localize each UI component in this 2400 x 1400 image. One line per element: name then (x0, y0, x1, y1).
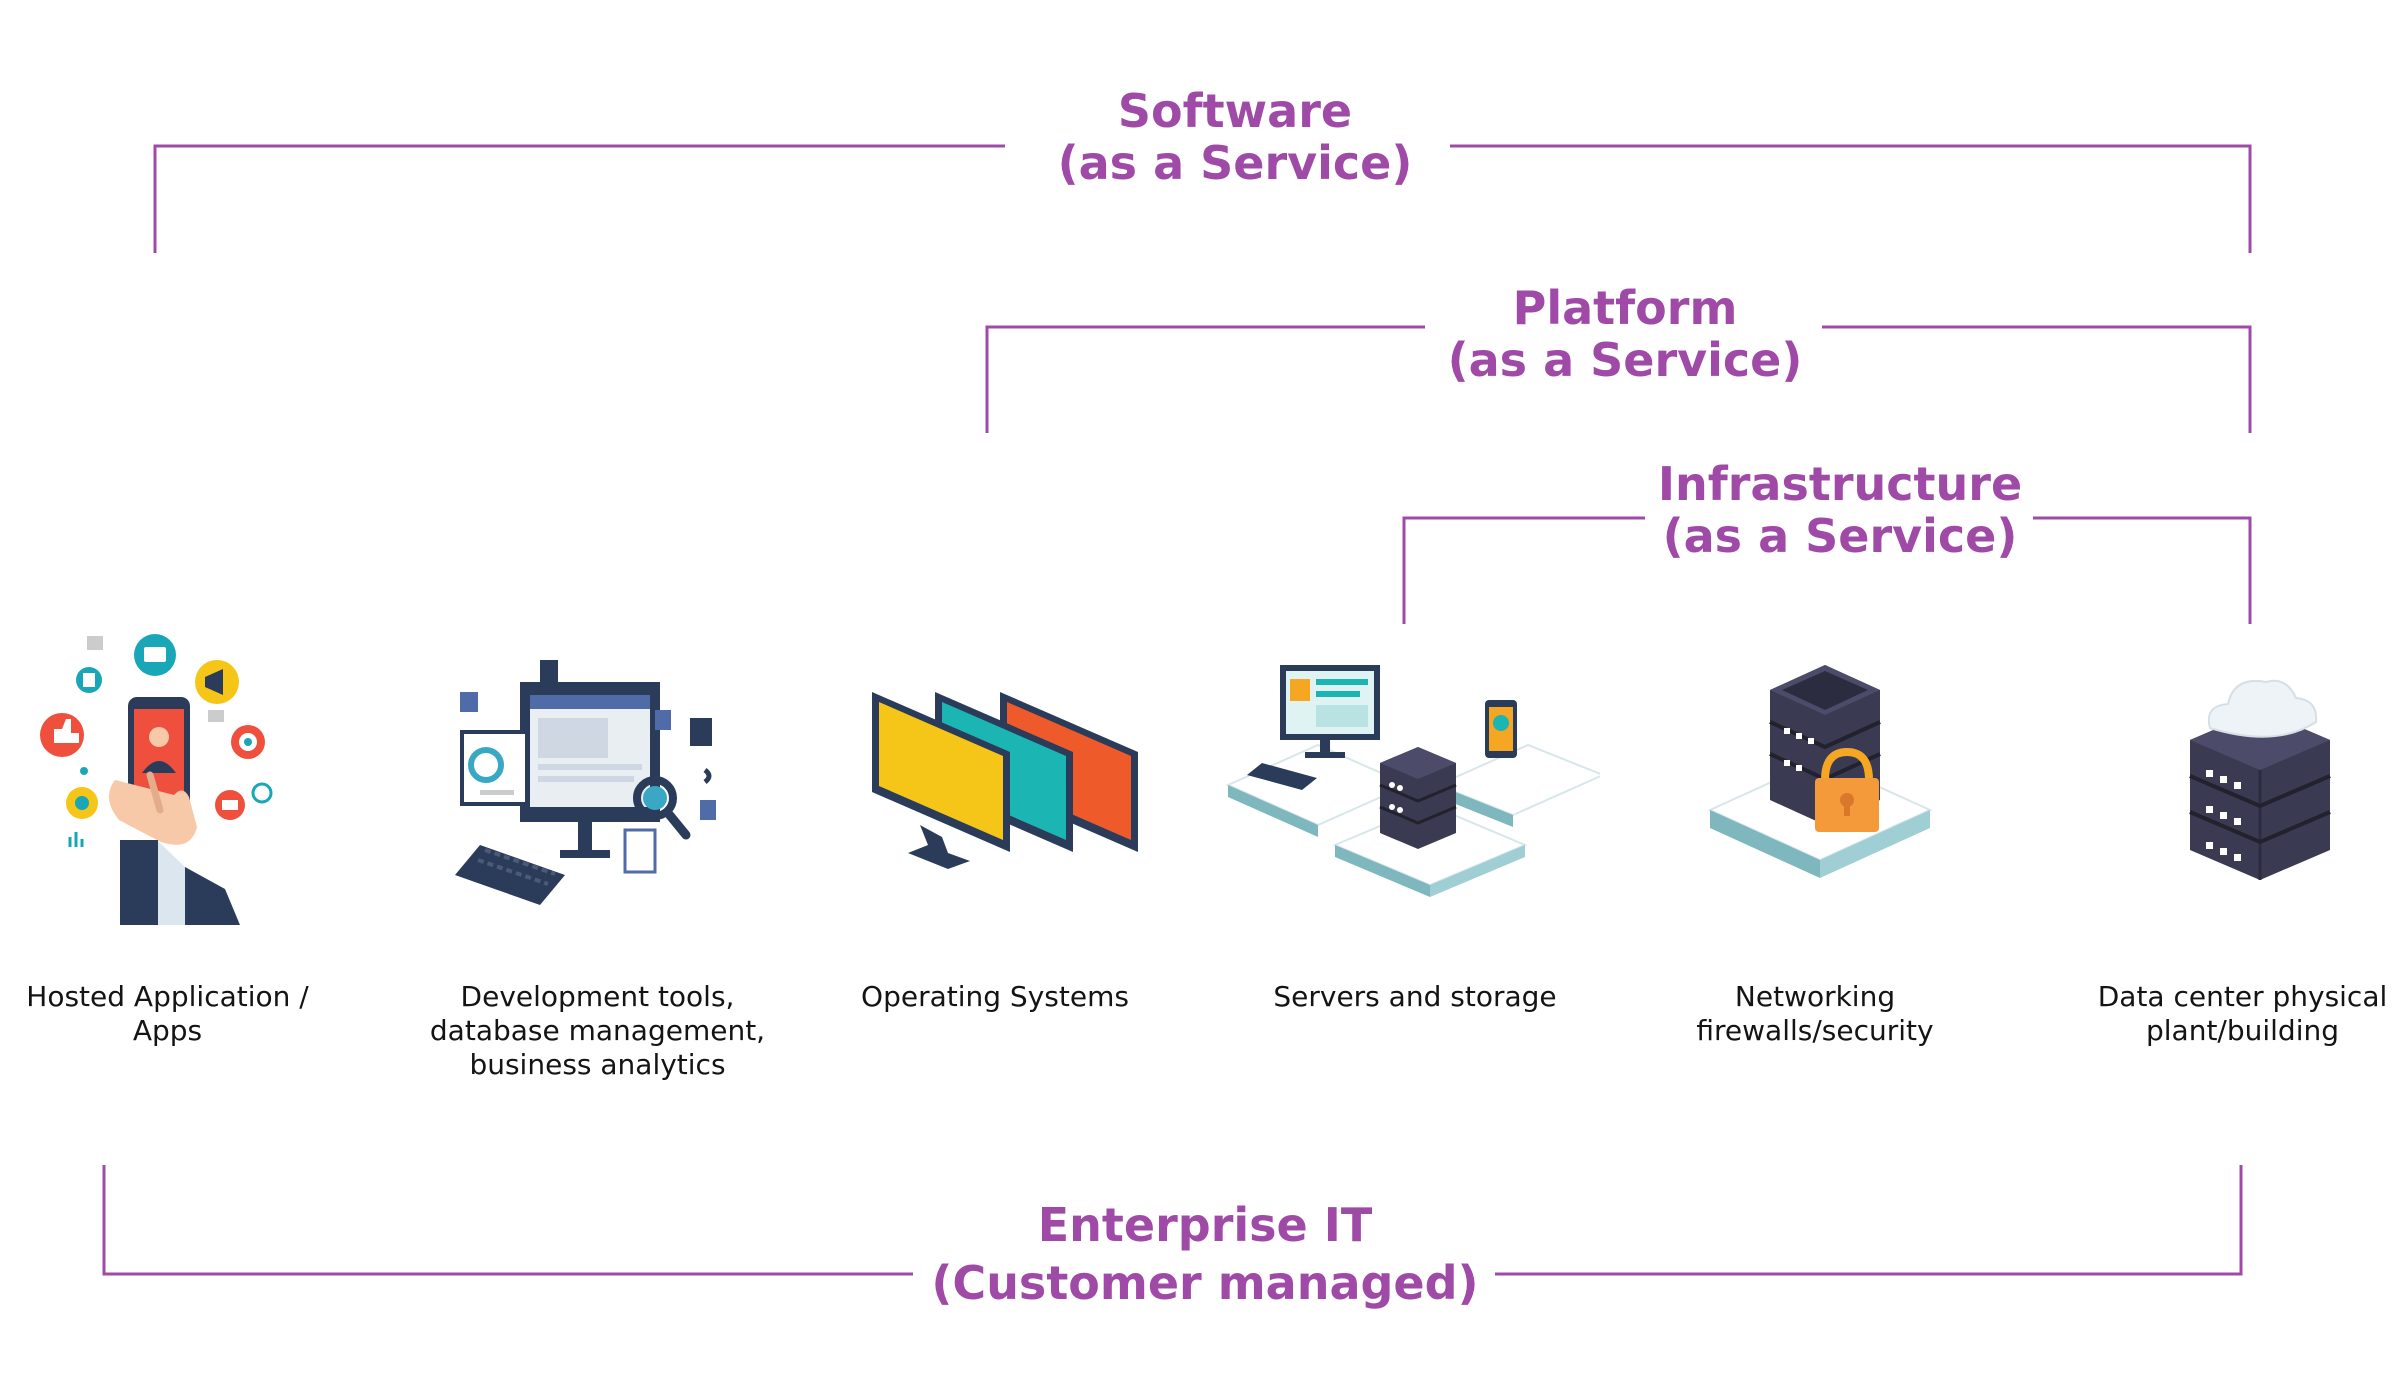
datacenter-cloud-icon (2189, 679, 2331, 880)
iaas-label: Infrastructure (as a Service) (1630, 458, 2050, 562)
component-label-hosted-apps: Hosted Application / Apps (26, 980, 309, 1047)
paas-subtitle: (as a Service) (1447, 333, 1803, 387)
paas-label: Platform (as a Service) (1410, 282, 1840, 386)
paas-bracket (985, 325, 2252, 433)
iaas-bracket (1402, 516, 2252, 624)
dev-tools-icon (455, 660, 716, 905)
iaas-title: Infrastructure (1657, 457, 2023, 511)
component-label-networking: Networking firewalls/security (1696, 980, 1934, 1047)
enterprise-label: Enterprise IT (Customer managed) (900, 1196, 1510, 1312)
mobile-apps-icon (40, 634, 273, 925)
network-lock-icon (1707, 665, 1933, 878)
paas-title: Platform (1512, 281, 1738, 335)
saas-subtitle: (as a Service) (1057, 136, 1413, 190)
enterprise-title: Enterprise IT (1037, 1198, 1373, 1252)
component-label-dev-tools: Development tools, database management, … (429, 980, 766, 1081)
component-label-datacenter: Data center physical plant/building (2097, 980, 2388, 1047)
enterprise-bracket (102, 1165, 2243, 1276)
saas-title: Software (1117, 84, 1353, 138)
component-label-servers-storage: Servers and storage (1273, 980, 1557, 1013)
component-label-operating-systems: Operating Systems (861, 980, 1129, 1013)
iaas-subtitle: (as a Service) (1662, 509, 2018, 563)
saas-label: Software (as a Service) (1010, 85, 1460, 189)
enterprise-subtitle: (Customer managed) (931, 1256, 1479, 1310)
monitors-icon (872, 692, 1138, 869)
servers-storage-icon (1225, 665, 1600, 897)
saas-bracket (153, 144, 2252, 253)
